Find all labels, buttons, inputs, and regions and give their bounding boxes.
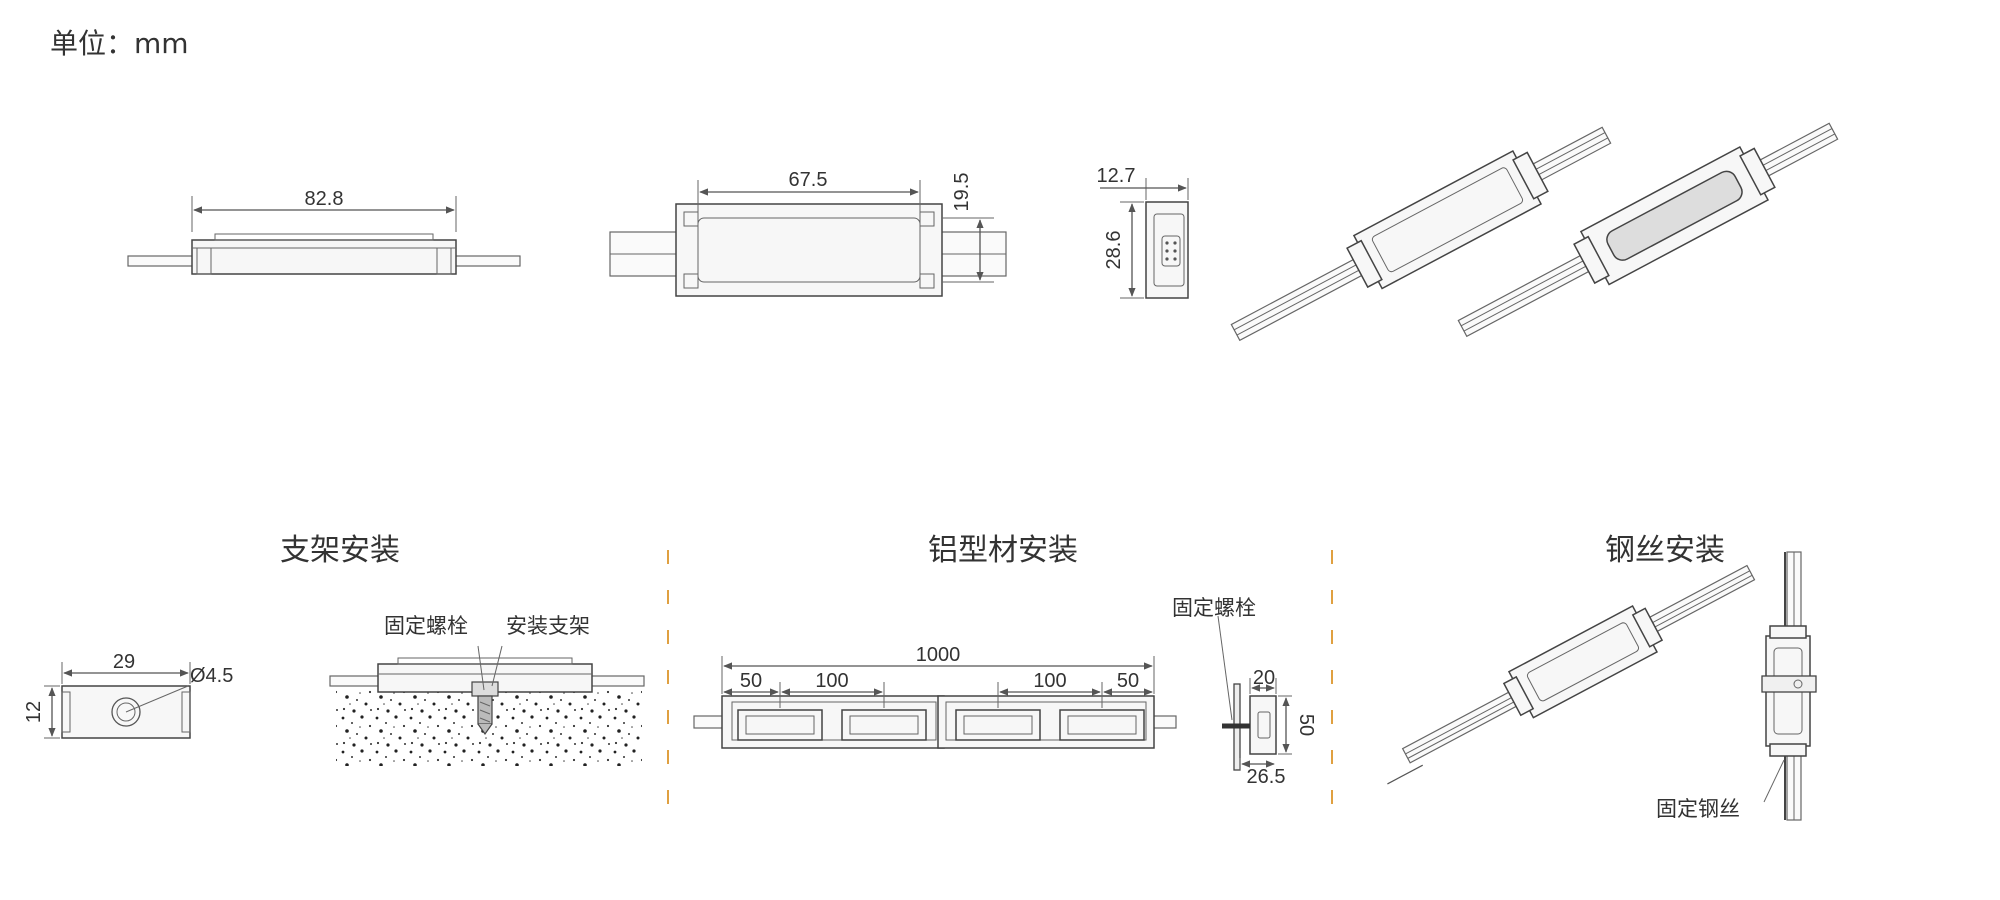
profile-module	[737, 709, 823, 741]
unit-label: 单位：mm	[50, 27, 189, 60]
wire-clamp	[1761, 675, 1817, 693]
mount-wire-left	[329, 675, 385, 687]
iso-body	[1352, 149, 1543, 290]
mount-wire-right	[585, 675, 645, 687]
end-view: 12.7 28.6	[1097, 165, 1189, 299]
end-view-height-label: 28.6	[1103, 231, 1125, 270]
wire-mount-body	[1507, 604, 1659, 719]
mount-bracket	[471, 681, 499, 697]
profile-side-top-label: 20	[1253, 667, 1275, 689]
profile-side-view: 固定螺栓 20 50 26.5	[1172, 596, 1317, 788]
top-view: 67.5 19.5	[609, 169, 1007, 297]
bracket-mount-drawing: 固定螺栓 安装支架	[329, 614, 645, 766]
profile-side-bottom-label: 26.5	[1247, 766, 1286, 788]
side-view-wire-right	[447, 255, 521, 267]
profile-end-gap-right-label: 50	[1117, 670, 1139, 692]
profile-end-gap-left-label: 50	[740, 670, 762, 692]
bracket-hole	[111, 697, 141, 727]
wire-label: 固定钢丝	[1656, 797, 1740, 821]
profile-module	[841, 709, 927, 741]
profile-pitch-right-label: 100	[1033, 670, 1066, 692]
top-view-body	[675, 203, 943, 297]
side-view-length-label: 82.8	[305, 188, 344, 210]
bracket-width-label: 29	[113, 651, 135, 673]
wire-mount-vertical: 固定钢丝	[1656, 551, 1817, 821]
side-view-body	[191, 239, 457, 275]
bracket-height-label: 12	[23, 701, 45, 723]
section-title-profile: 铝型材安装	[928, 533, 1078, 568]
profile-pitch-left-label: 100	[815, 670, 848, 692]
isometric-module-open	[1457, 122, 1839, 338]
side-view-wire-left	[127, 255, 201, 267]
mount-bracket-label: 安装支架	[506, 614, 590, 638]
top-view-length-label: 67.5	[789, 169, 828, 191]
bracket-detail: 29 12 Ø4.5	[23, 651, 233, 739]
profile-bolt-label: 固定螺栓	[1172, 596, 1256, 620]
end-view-connector	[1161, 235, 1181, 267]
wire-mount-isometric	[1387, 564, 1756, 785]
profile-side-height-label: 50	[1295, 714, 1317, 736]
profile-drawing: 1000 50 100 100 50	[693, 644, 1177, 749]
profile-wire-right	[1151, 715, 1177, 729]
top-view-height-label: 19.5	[951, 173, 973, 212]
section-title-wire: 钢丝安装	[1605, 533, 1725, 568]
top-view-lens	[697, 217, 921, 283]
profile-side-body	[1249, 695, 1277, 755]
iso-lens	[1606, 170, 1743, 261]
side-view: 82.8	[127, 188, 521, 275]
profile-total-label: 1000	[916, 644, 961, 666]
isometric-module-closed	[1230, 126, 1612, 342]
side-view-lens	[214, 233, 434, 241]
end-view-width-label: 12.7	[1097, 165, 1136, 187]
profile-module	[955, 709, 1041, 741]
profile-module	[1059, 709, 1145, 741]
profile-wire-left	[693, 715, 725, 729]
mount-bolt-label: 固定螺栓	[384, 614, 468, 638]
section-title-bracket: 支架安装	[280, 533, 400, 568]
bracket-hole-label: Ø4.5	[190, 665, 233, 687]
